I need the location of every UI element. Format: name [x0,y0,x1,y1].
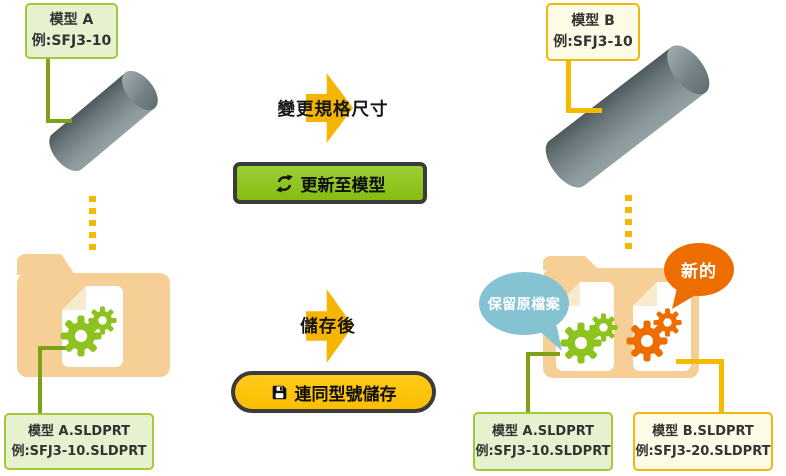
file-b-connector-vertical [719,359,724,412]
new-file-bubble: 新的 [664,243,734,296]
model-a-connector-horizontal [46,119,72,123]
file-b-tag: 模型 B.SLDPRT 例:SFJ3-20.SLDPRT [633,412,773,471]
model-a-example: 例:SFJ3-10 [31,33,112,49]
save-with-model-number-button[interactable]: 連同型號儲存 [231,371,436,413]
file-a-right-connector-horizontal [526,352,560,356]
keep-original-bubble: 保留原檔案 [479,272,569,335]
file-a-right-example: 例:SFJ3-10.SLDPRT [475,443,611,459]
folder-left [17,254,170,377]
file-a-right-name: 模型 A.SLDPRT [491,423,595,439]
file-a-connector-horizontal [38,346,66,350]
dotted-link-right [625,195,632,255]
model-a-tag: 模型 A 例:SFJ3-10 [25,3,118,59]
update-model-button-label: 更新至模型 [300,175,386,195]
keep-original-bubble-label: 保留原檔案 [487,296,561,313]
folder-tab [543,256,599,270]
floppy-disk-icon [272,385,286,399]
save-with-model-number-button-label: 連同型號儲存 [294,384,397,404]
model-b-tag: 模型 B 例:SFJ3-10 [546,3,640,61]
model-b-title: 模型 B [571,13,615,29]
sync-arrows-icon [275,174,293,192]
file-a-right-connector-vertical [526,352,530,412]
folder-tab [17,254,75,275]
new-file-bubble-label: 新的 [681,262,717,282]
model-b-connector-vertical [566,61,571,113]
folder-right [543,256,699,378]
model-b-example: 例:SFJ3-10 [553,34,633,50]
file-b-example: 例:SFJ3-20.SLDPRT [635,443,771,459]
file-b-connector-horizontal [676,359,724,364]
dotted-link-left [89,196,96,253]
step1-caption: 變更規格尺寸 [277,100,389,120]
gear-icon [560,322,602,364]
step2-caption: 儲存後 [300,317,356,337]
file-a-example: 例:SFJ3-10.SLDPRT [11,443,147,459]
update-model-button[interactable]: 更新至模型 [233,162,427,204]
gear-icon [626,320,668,362]
gear-icon [60,315,102,357]
file-a-tag: 模型 A.SLDPRT 例:SFJ3-10.SLDPRT [4,413,154,470]
cylinder-model-b [537,38,718,195]
gear-icon [589,313,618,342]
model-a-connector-vertical [46,59,50,123]
model-b-connector-horizontal [566,108,602,113]
gear-icon [653,308,682,337]
model-a-title: 模型 A [49,12,94,28]
file-a-connector-vertical [38,346,42,413]
file-a-name: 模型 A.SLDPRT [27,423,131,439]
file-a-right-tag: 模型 A.SLDPRT 例:SFJ3-10.SLDPRT [473,412,613,471]
file-b-name: 模型 B.SLDPRT [652,423,754,439]
gear-icon [88,306,117,335]
